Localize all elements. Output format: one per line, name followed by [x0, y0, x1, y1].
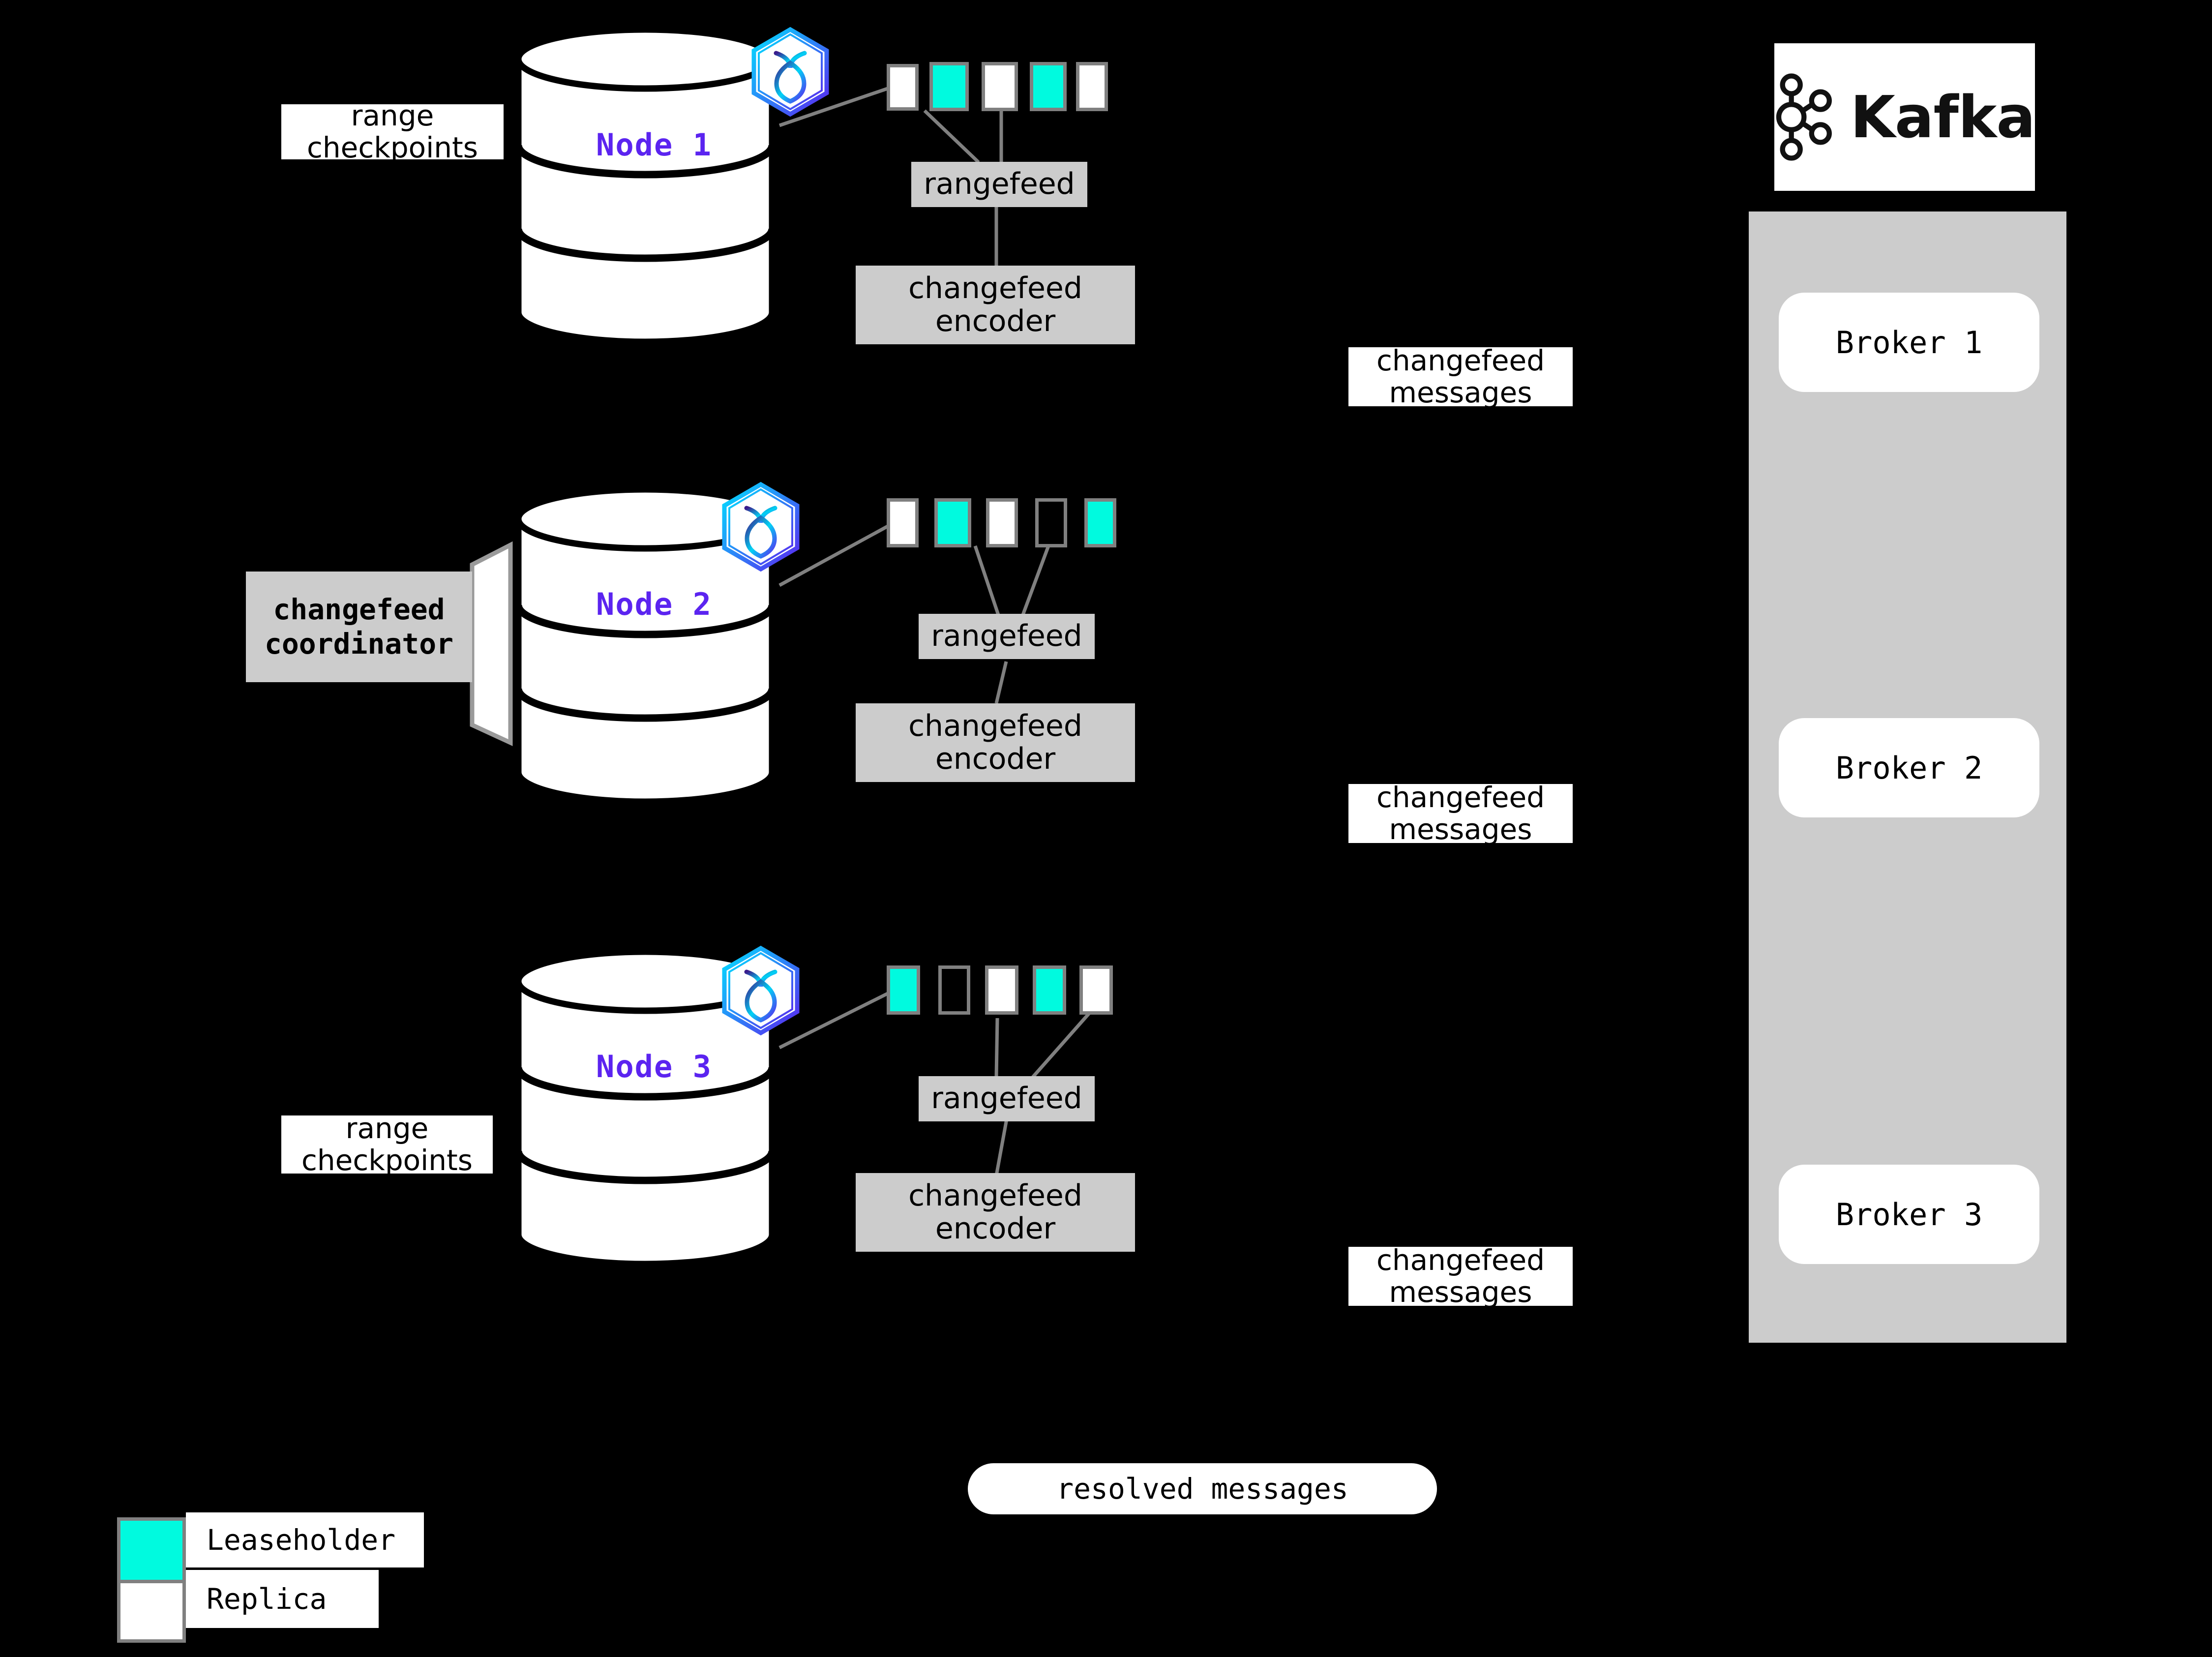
node3-messages-line2: messages — [1389, 1275, 1532, 1306]
node3-rangefeed-box[interactable]: rangefeed — [919, 1076, 1095, 1121]
node3-range-2[interactable] — [938, 965, 970, 1015]
node3-messages-line1: changefeed — [1376, 1247, 1545, 1277]
node3-encoder-line1: changefeed — [908, 1178, 1082, 1213]
node2-range-1[interactable] — [887, 498, 919, 547]
node1-range-checkpoints-line2: checkpoints — [307, 131, 478, 159]
node1-range-checkpoints-label: range checkpoints — [281, 104, 504, 159]
node2-changefeed-messages-label: changefeed messages — [1348, 784, 1573, 843]
line-node1-ranges — [778, 87, 889, 127]
line-node3-r3-rangefeed — [994, 1018, 999, 1078]
node1-encoder-line2: encoder — [935, 304, 1056, 338]
node1-range-1[interactable] — [887, 64, 919, 111]
coordinator-line1: changefeed — [273, 592, 445, 626]
line-node2-r4-rangefeed — [1021, 545, 1050, 616]
line-node2-r2-rangefeed — [973, 545, 1000, 616]
node1-encoder-line1: changefeed — [908, 271, 1082, 305]
node1-rangefeed-box[interactable]: rangefeed — [911, 162, 1087, 207]
node3-range-checkpoints-line2: checkpoints — [301, 1144, 473, 1174]
node2-title: Node 2 — [596, 586, 712, 622]
node3-range-checkpoints-line1: range — [345, 1115, 429, 1145]
node3-range-1[interactable] — [887, 965, 920, 1015]
node3-range-3[interactable] — [985, 965, 1018, 1015]
node1-messages-line2: messages — [1389, 376, 1532, 406]
node1-title: Node 1 — [596, 127, 712, 163]
node3-changefeed-messages-label: changefeed messages — [1348, 1247, 1573, 1306]
legend-label-leaseholder: Leaseholder — [186, 1512, 424, 1567]
node2-messages-line2: messages — [1389, 813, 1532, 843]
changefeed-coordinator-box[interactable]: changefeed coordinator — [246, 572, 472, 682]
node3-range-checkpoints-label: range checkpoints — [281, 1115, 493, 1174]
node2-range-3[interactable] — [986, 498, 1018, 547]
node3-range-5[interactable] — [1079, 965, 1113, 1015]
line-node3-rangefeed-encoder — [994, 1116, 1009, 1176]
node3-title: Node 3 — [596, 1049, 712, 1085]
legend-label-replica: Replica — [186, 1570, 379, 1628]
node3-encoder-line2: encoder — [935, 1211, 1056, 1246]
node1-range-5[interactable] — [1076, 62, 1108, 111]
coordinator-flag-shape — [470, 541, 513, 747]
node1-range-2[interactable] — [929, 62, 969, 111]
node3-encoder-box[interactable]: changefeed encoder — [856, 1173, 1135, 1252]
line-node3-r5-rangefeed — [1031, 1012, 1091, 1079]
coordinator-line2: coordinator — [264, 627, 454, 661]
line-node1-r1-rangefeed — [923, 109, 980, 164]
node2-encoder-box[interactable]: changefeed encoder — [856, 703, 1135, 782]
line-node2-rangefeed-encoder — [994, 661, 1008, 704]
node1-range-checkpoints-line1: range — [351, 104, 434, 133]
line-node3-ranges — [778, 992, 889, 1050]
node1-range-3[interactable] — [982, 62, 1018, 111]
resolved-messages-pill[interactable]: resolved messages — [968, 1463, 1437, 1514]
node2-range-5[interactable] — [1084, 498, 1116, 547]
node2-messages-line1: changefeed — [1376, 784, 1545, 814]
line-node2-ranges — [778, 524, 889, 587]
node2-range-2[interactable] — [934, 498, 971, 547]
node1-messages-line1: changefeed — [1376, 347, 1545, 378]
node1-range-4[interactable] — [1030, 62, 1067, 111]
node1-encoder-box[interactable]: changefeed encoder — [856, 266, 1135, 344]
kafka-logo-icon — [1776, 73, 1832, 161]
node1-changefeed-messages-label: changefeed messages — [1348, 347, 1573, 406]
node2-encoder-line1: changefeed — [908, 708, 1082, 743]
node2-rangefeed-box[interactable]: rangefeed — [919, 614, 1095, 659]
kafka-logo-box: Kafka — [1774, 43, 2035, 191]
node2-encoder-line2: encoder — [935, 742, 1056, 776]
legend-swatch-replica — [117, 1580, 186, 1643]
node2-range-4[interactable] — [1035, 498, 1067, 547]
broker-1[interactable]: Broker 1 — [1779, 293, 2039, 392]
broker-2[interactable]: Broker 2 — [1779, 718, 2039, 817]
node3-range-4[interactable] — [1033, 965, 1066, 1015]
kafka-wordmark: Kafka — [1850, 83, 2035, 151]
legend-swatch-leaseholder — [117, 1517, 186, 1584]
broker-3[interactable]: Broker 3 — [1779, 1165, 2039, 1264]
